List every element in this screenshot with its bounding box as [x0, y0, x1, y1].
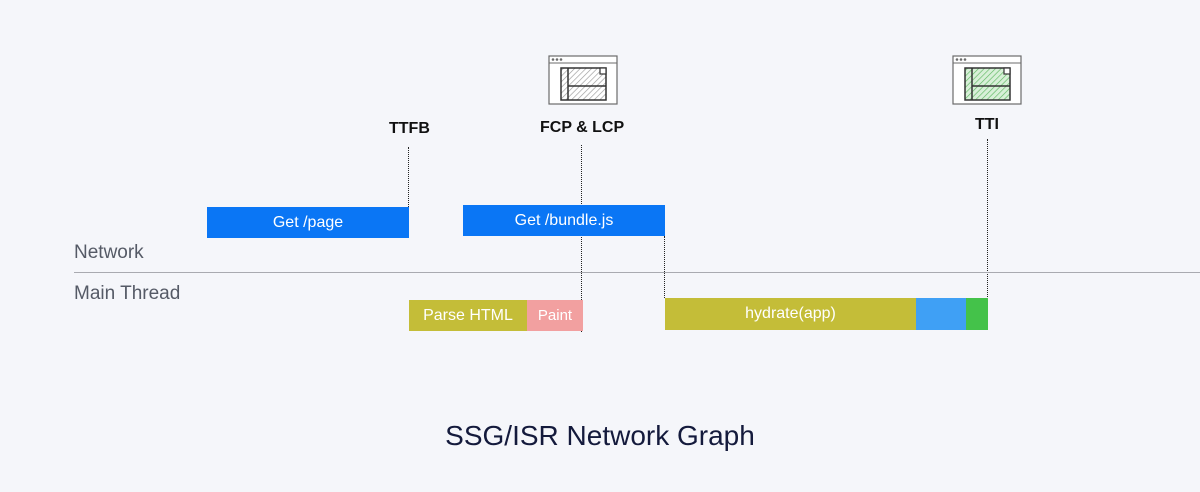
- tti-marker-line: [987, 139, 988, 299]
- get-bundle-bar: Get /bundle.js: [463, 205, 665, 236]
- lane-divider: [74, 272, 1200, 273]
- parse-html-bar: Parse HTML: [409, 300, 527, 331]
- tti-label: TTI: [975, 116, 999, 133]
- browser-window-hydrated-icon: [952, 55, 1022, 105]
- network-lane-label: Network: [74, 242, 144, 263]
- diagram-title: SSG/ISR Network Graph: [445, 420, 755, 451]
- fcp-lcp-label: FCP & LCP: [540, 119, 625, 136]
- bundle-end-marker-line: [664, 236, 665, 298]
- script-task-bar: [916, 298, 966, 330]
- hydrate-app-bar: hydrate(app): [665, 298, 916, 330]
- get-page-bar: Get /page: [207, 207, 409, 238]
- paint-bar: Paint: [527, 300, 583, 331]
- interactive-task-bar: [966, 298, 988, 330]
- browser-window-icon: [548, 55, 618, 105]
- ttfb-marker-line: [408, 147, 409, 207]
- main-thread-lane-label: Main Thread: [74, 283, 181, 304]
- fcp-lcp-marker-line: [581, 145, 582, 332]
- ttfb-label: TTFB: [389, 120, 430, 137]
